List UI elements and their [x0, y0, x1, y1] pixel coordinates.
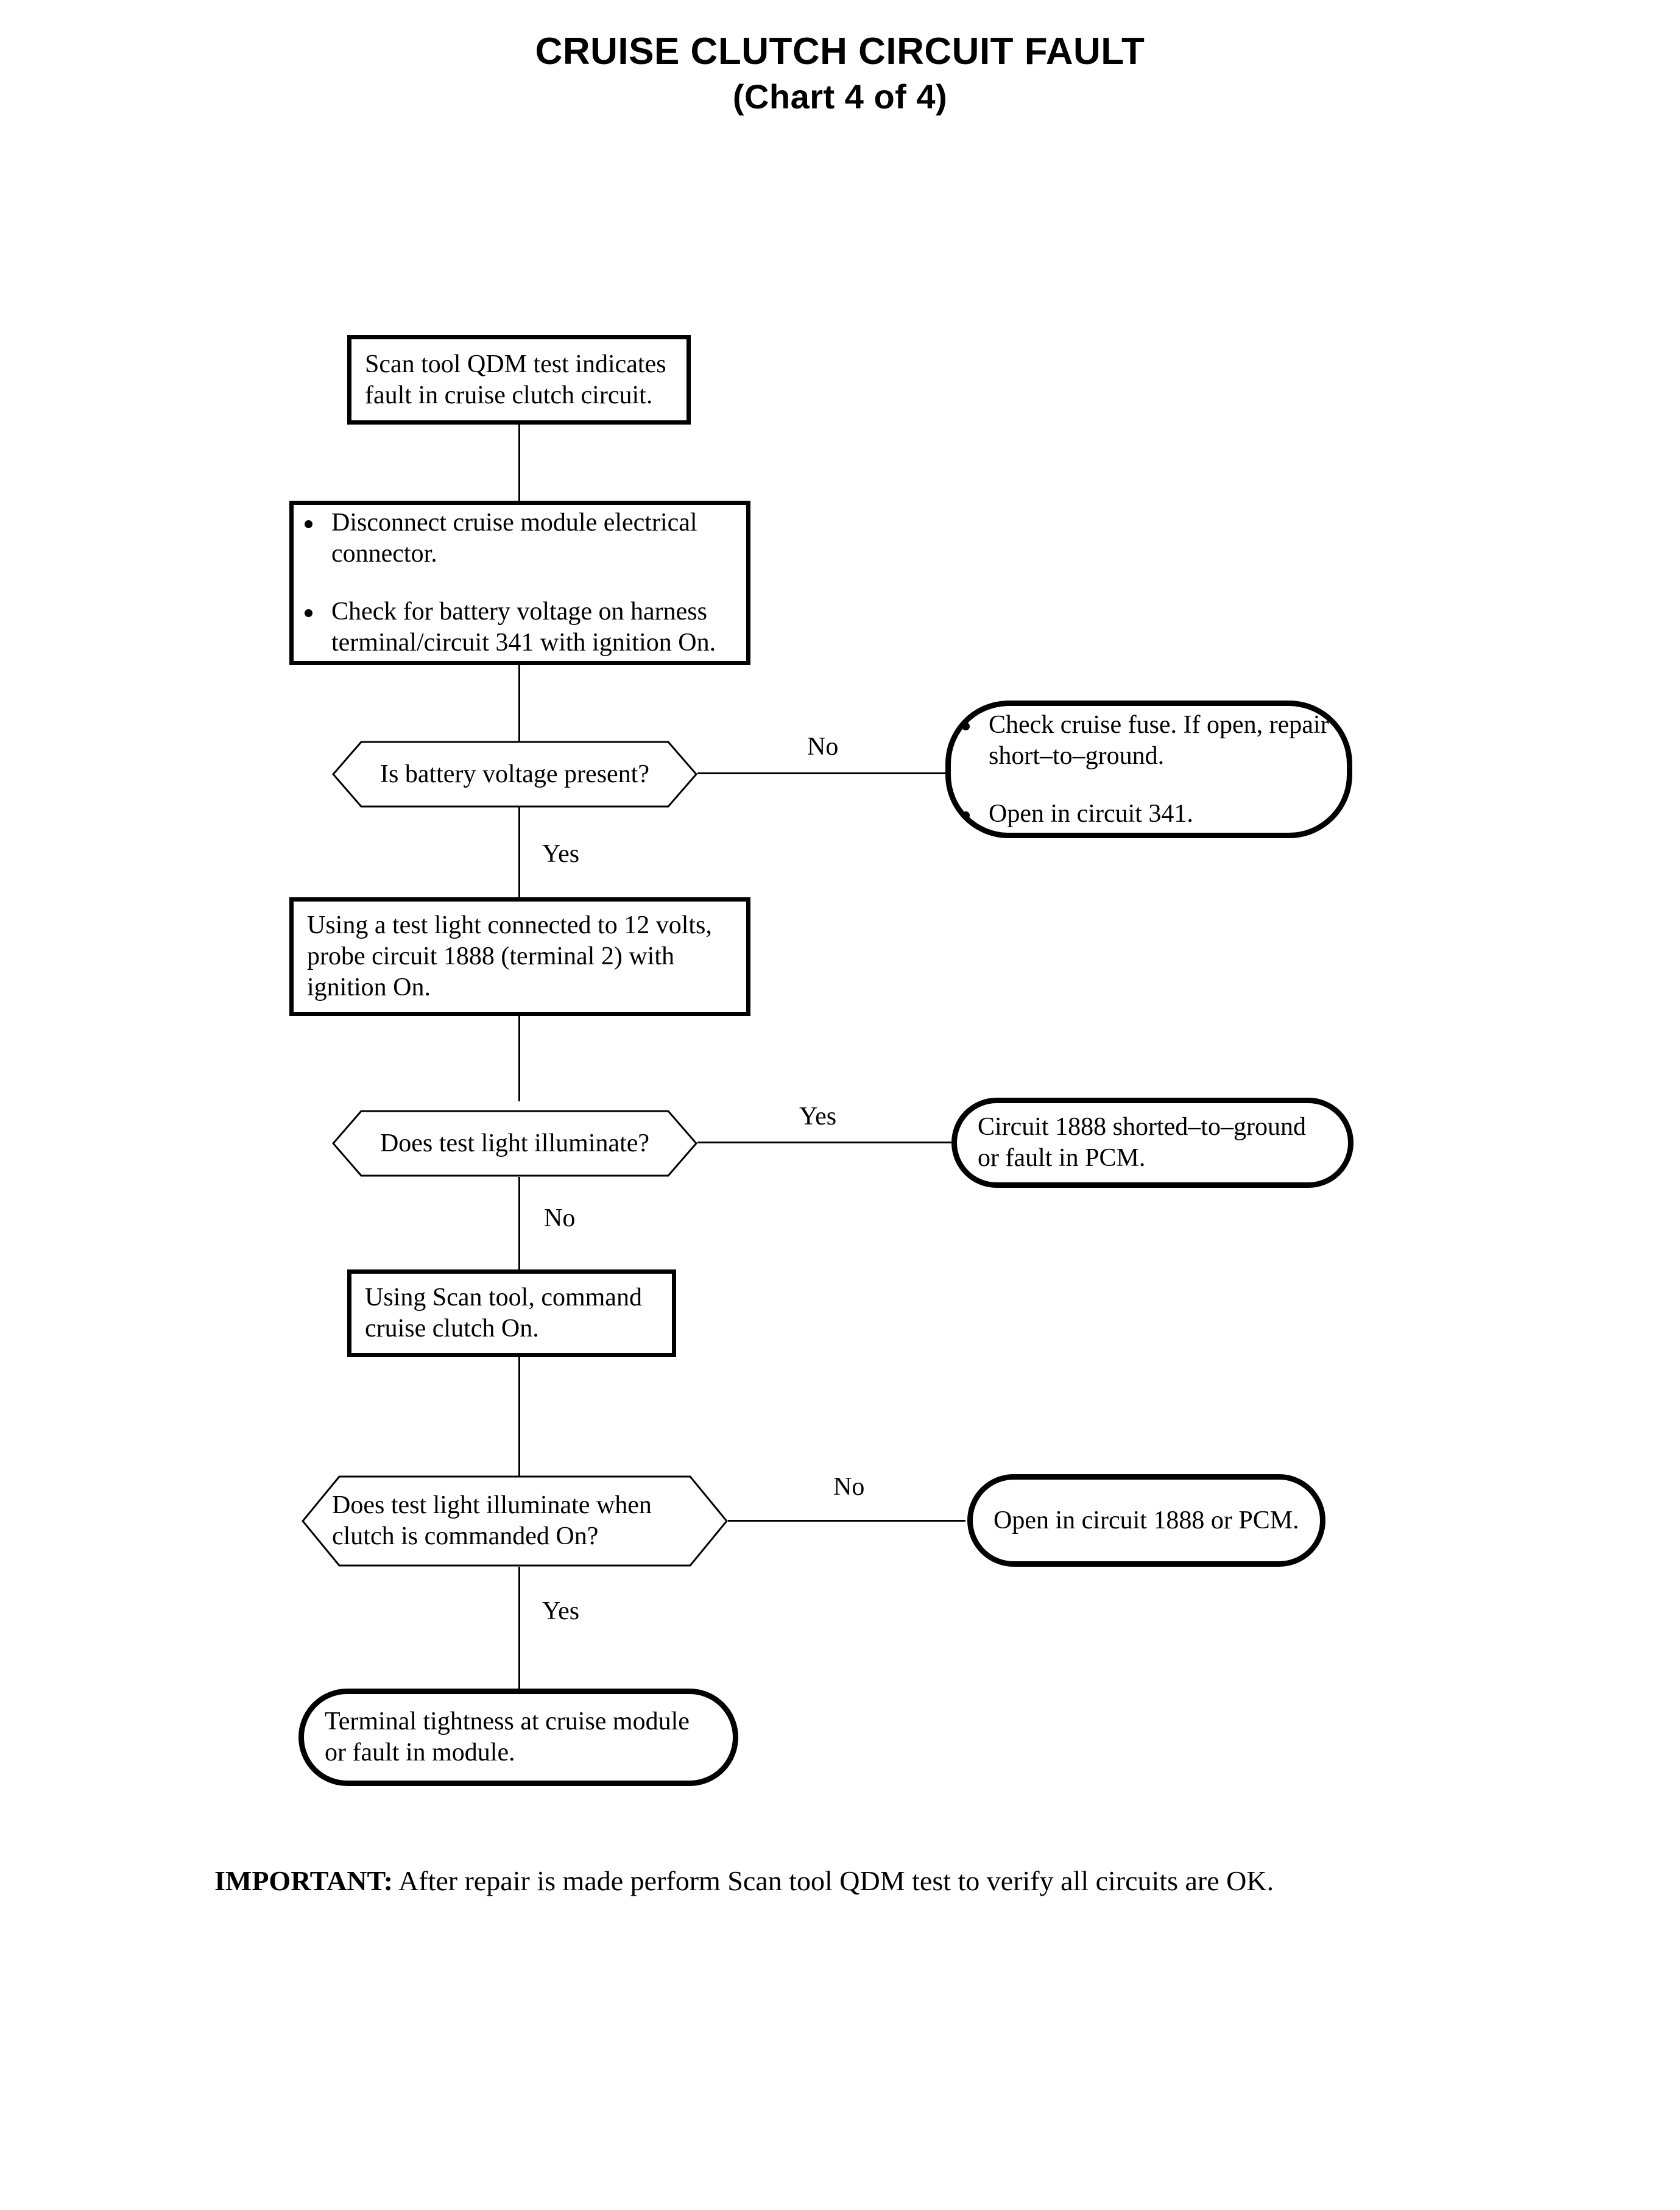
edge-label-battery-no: No	[807, 733, 839, 761]
connector-testbox-to-decision2	[518, 1016, 520, 1101]
connector-decision3-yes	[518, 1567, 520, 1689]
node-test-light-probe[interactable]: Using a test light connected to 12 volts…	[289, 897, 750, 1016]
node-command-clutch[interactable]: Using Scan tool, command cruise clutch O…	[347, 1269, 676, 1357]
node-result-open-circuit[interactable]: Open in circuit 1888 or PCM.	[967, 1474, 1325, 1567]
connector-disconnect-to-decision1	[518, 665, 520, 743]
node-start-text: Scan tool QDM test indicates fault in cr…	[365, 350, 666, 409]
edge-label-commanded-no: No	[833, 1473, 865, 1501]
connector-decision2-no	[518, 1177, 520, 1269]
node-result-shorted-to-ground[interactable]: Circuit 1888 shorted–to–ground or fault …	[951, 1098, 1354, 1188]
connector-start-to-disconnect	[518, 425, 520, 501]
node-start[interactable]: Scan tool QDM test indicates fault in cr…	[347, 335, 691, 425]
hexagon-shape-icon	[332, 1110, 697, 1177]
important-note: IMPORTANT: After repair is made perform …	[214, 1864, 1494, 1898]
node-result-check-fuse[interactable]: Check cruise fuse. If open, repair short…	[945, 701, 1352, 838]
page-title-line-2: (Chart 4 of 4)	[732, 77, 948, 116]
node-disconnect-check[interactable]: Disconnect cruise module electrical conn…	[289, 501, 750, 665]
connector-decision1-yes	[518, 807, 520, 897]
node-decision-commanded-on[interactable]: Does test light illuminate when clutch i…	[302, 1475, 728, 1567]
list-item: Check cruise fuse. If open, repair short…	[951, 710, 1347, 772]
edge-label-testlight-yes: Yes	[799, 1103, 837, 1131]
node-result-terminal-tightness[interactable]: Terminal tightness at cruise module or f…	[298, 1689, 738, 1786]
node-decision-test-light[interactable]: Does test light illuminate?	[332, 1110, 697, 1177]
page-title: CRUISE CLUTCH CIRCUIT FAULT (Chart 4 of …	[0, 29, 1680, 119]
connector-decision2-yes	[697, 1142, 953, 1143]
list-item: Disconnect cruise module electrical conn…	[294, 507, 746, 570]
list-item: Open in circuit 341.	[951, 799, 1347, 830]
page-title-line-1: CRUISE CLUTCH CIRCUIT FAULT	[535, 30, 1145, 72]
node-decision-commanded-on-text: Does test light illuminate when clutch i…	[332, 1491, 652, 1550]
node-decision-test-light-text: Does test light illuminate?	[379, 1129, 650, 1157]
node-command-clutch-text: Using Scan tool, command cruise clutch O…	[365, 1283, 642, 1343]
node-test-light-probe-text: Using a test light connected to 12 volts…	[307, 911, 712, 1001]
hexagon-shape-icon	[302, 1475, 728, 1567]
node-disconnect-bullet-list: Disconnect cruise module electrical conn…	[294, 507, 746, 658]
edge-label-testlight-no: No	[544, 1204, 576, 1232]
important-note-text: After repair is made perform Scan tool Q…	[393, 1865, 1274, 1896]
connector-decision3-no	[728, 1520, 965, 1522]
node-decision-battery-voltage[interactable]: Is battery voltage present?	[332, 741, 697, 808]
edge-label-commanded-yes: Yes	[542, 1597, 580, 1625]
edge-label-battery-yes: Yes	[542, 840, 580, 868]
node-result-open-circuit-text: Open in circuit 1888 or PCM.	[994, 1506, 1299, 1534]
node-decision-battery-voltage-text: Is battery voltage present?	[380, 760, 649, 788]
connector-decision1-no	[697, 772, 947, 774]
node-check-fuse-bullet-list: Check cruise fuse. If open, repair short…	[951, 710, 1347, 830]
node-result-shorted-to-ground-text: Circuit 1888 shorted–to–ground or fault …	[978, 1113, 1306, 1172]
important-note-label: IMPORTANT:	[214, 1865, 394, 1896]
list-item: Check for battery voltage on harness ter…	[294, 596, 746, 658]
node-result-terminal-tightness-text: Terminal tightness at cruise module or f…	[325, 1707, 690, 1767]
hexagon-shape-icon	[332, 741, 697, 808]
connector-commandbox-to-decision3	[518, 1357, 520, 1477]
